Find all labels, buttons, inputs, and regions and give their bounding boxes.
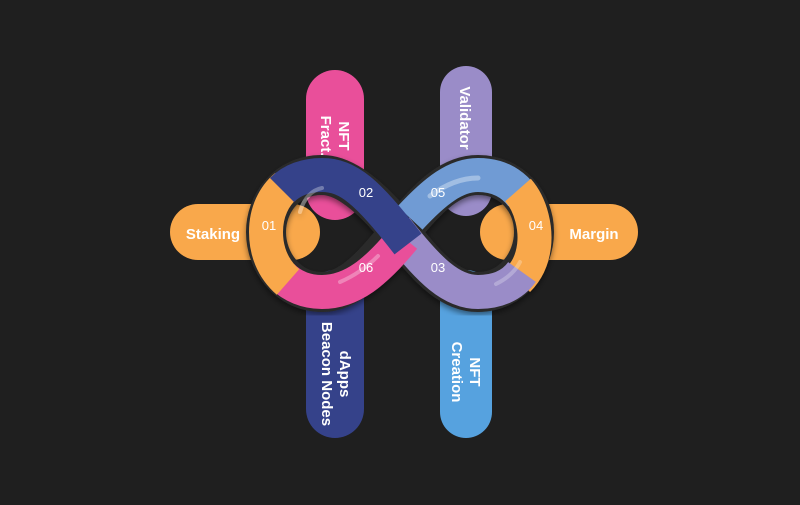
pill-staking: Staking [170, 204, 320, 260]
step-number-01: 01 [262, 218, 276, 233]
step-number-04: 04 [529, 218, 543, 233]
nft-creation-label-line1: NFT [466, 357, 483, 386]
ring-highlight-3 [338, 254, 380, 284]
ring-highlight-1 [427, 175, 481, 199]
nft-fract-label-line2: Fract. [317, 116, 334, 157]
ring-segment-02 [269, 157, 422, 255]
ring-segment-03 [382, 217, 536, 310]
pill-nft-creation: NFT Creation [440, 270, 492, 438]
nft-fract-label-line1: NFT [335, 121, 352, 150]
step-number-03: 03 [431, 260, 445, 275]
nft-creation-label-line2: Creation [448, 342, 465, 403]
ring-segment-06 [269, 227, 418, 310]
pill-dapps-shape [306, 270, 364, 438]
dapps-label-line1: dApps [336, 351, 353, 398]
step-number-05: 05 [431, 185, 445, 200]
ring-segment-04 [504, 178, 552, 293]
pill-dapps: dApps Beacon Nodes [306, 270, 364, 438]
pill-nft-creation-shape [440, 270, 492, 438]
validator-label: Validator [456, 86, 473, 150]
step-number-02: 02 [359, 185, 373, 200]
staking-label: Staking [186, 226, 240, 243]
ring-highlight-4 [494, 260, 522, 286]
step-number-06: 06 [359, 260, 373, 275]
dapps-label-line2: Beacon Nodes [318, 322, 335, 426]
ring-segment-05 [397, 157, 536, 230]
pill-margin: Margin [480, 204, 638, 260]
margin-label: Margin [569, 226, 618, 243]
ring-segment-01 [248, 172, 300, 295]
ring-highlight-2 [298, 186, 324, 214]
infinity-ring [245, 154, 555, 313]
